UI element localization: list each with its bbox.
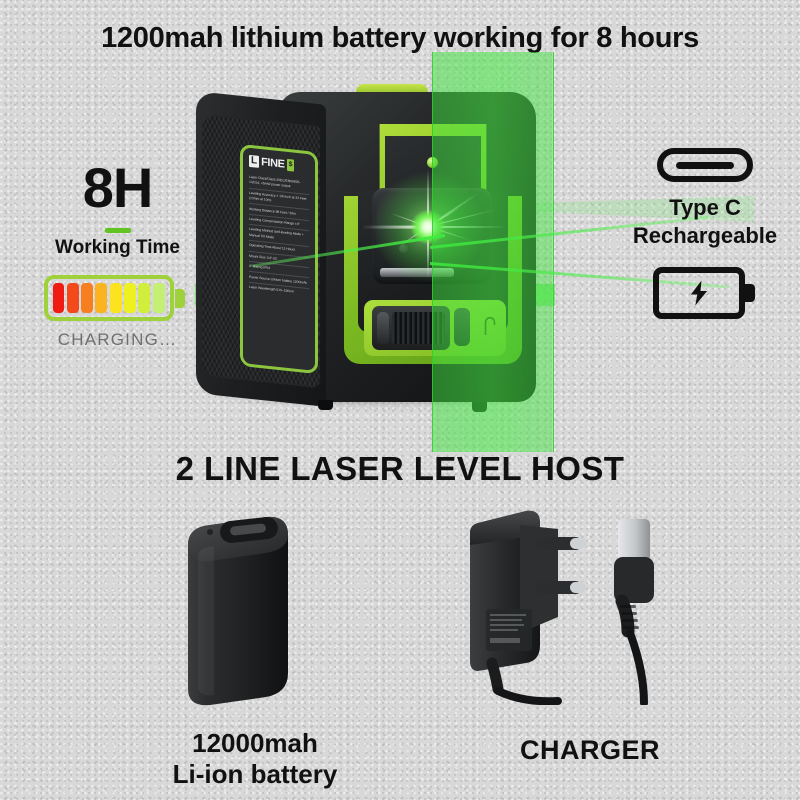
battery-caption-line-2: Li-ion battery <box>172 758 338 789</box>
battery-cells-container <box>43 275 174 321</box>
battery-cell-1 <box>52 283 65 313</box>
battery-pack-highlight <box>198 546 214 696</box>
usb-c-slot <box>676 161 734 169</box>
slider-ribs <box>392 312 445 344</box>
laser-level-device: L FINE $ Laser Class/Class 2/IEC/EN60825… <box>196 52 556 452</box>
charger-strain-relief <box>486 657 504 695</box>
charging-battery-indicator <box>43 275 192 321</box>
mode-button[interactable] <box>454 308 470 346</box>
battery-charging-icon <box>653 267 757 319</box>
charger-pin-top <box>536 537 582 550</box>
type-c-line-1: Type C <box>669 195 741 220</box>
usb-c-port-icon <box>657 148 753 182</box>
logo-mark-icon: $ <box>286 158 295 172</box>
battery-caption-line-1: 12000mah <box>192 728 318 758</box>
charger-caption: CHARGER <box>519 735 660 765</box>
battery-cell-4 <box>95 283 108 313</box>
working-time-label: Working Time <box>55 237 180 258</box>
battery-icon-body <box>653 267 745 319</box>
slider-knob[interactable] <box>377 312 389 344</box>
type-c-panel: Type C Rechargeable <box>620 148 790 319</box>
headline-text: 1200mah lithium battery working for 8 ho… <box>101 22 699 54</box>
power-led-indicator <box>427 157 438 168</box>
type-c-label: Type C Rechargeable <box>620 194 790 249</box>
brand-logo: L FINE $ <box>249 154 309 173</box>
power-slider-switch[interactable] <box>372 306 450 350</box>
battery-pack-body <box>188 516 288 706</box>
green-divider-dash <box>104 228 131 233</box>
battery-cell-3 <box>81 283 93 313</box>
charger-label-lines <box>490 614 526 643</box>
usb-c-strain-ribs <box>620 605 639 629</box>
charger-pin-top-tip <box>570 538 586 549</box>
charger-pin-plate <box>520 525 558 633</box>
usb-c-connector-tip <box>618 519 650 561</box>
battery-icon-terminal <box>745 284 755 302</box>
laser-burst-core <box>411 210 445 244</box>
battery-pack-image <box>188 516 288 706</box>
charger-pin-bottom <box>536 581 582 594</box>
battery-terminal-tip <box>174 289 185 308</box>
charger-pin-bottom-tip <box>570 582 586 593</box>
usb-c-connector-shell <box>614 557 654 603</box>
battery-pack-contact-slot <box>230 523 266 536</box>
host-title: 2 LINE LASER LEVEL HOST <box>175 450 625 487</box>
battery-cell-8 <box>152 283 165 313</box>
logo-wordmark: FINE <box>261 156 285 171</box>
battery-cell-5 <box>109 283 122 313</box>
lock-icon <box>484 316 496 335</box>
charger-image <box>470 510 654 705</box>
usb-c-cable <box>626 629 648 705</box>
battery-cell-6 <box>124 283 136 313</box>
type-c-line-2: Rechargeable <box>632 222 778 248</box>
charger-cable <box>494 687 562 705</box>
working-hours-value: 8H <box>82 156 154 219</box>
working-time-panel: 8H Working Time CHARGING… <box>30 160 205 350</box>
spec-list: Laser Class/Class 2/IEC/EN60825-1/2014, … <box>249 172 309 299</box>
device-foot-left <box>318 400 333 410</box>
battery-cell-2 <box>66 283 79 313</box>
battery-pack-pin <box>207 529 213 535</box>
charger-label-block <box>486 609 532 651</box>
lightning-bolt-icon <box>690 280 708 306</box>
device-foot-right <box>472 402 487 412</box>
charging-status-text: CHARGING… <box>57 330 178 349</box>
battery-pack-caption: 12000mah Li-ion battery <box>110 728 400 789</box>
battery-cell-7 <box>138 283 151 313</box>
spec-label-plate: L FINE $ Laser Class/Class 2/IEC/EN60825… <box>240 143 318 375</box>
logo-letter-l: L <box>249 154 260 168</box>
